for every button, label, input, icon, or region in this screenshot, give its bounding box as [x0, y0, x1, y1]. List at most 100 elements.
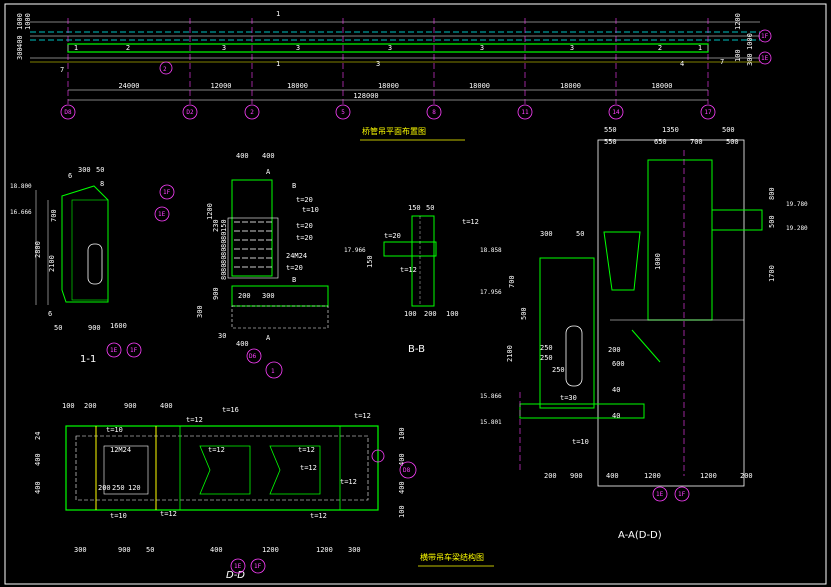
dim-label: 50	[96, 166, 104, 174]
dim-label: 1000	[654, 253, 662, 270]
plan-beam-mark: 3	[570, 44, 574, 52]
dim-label: 400	[398, 453, 406, 466]
dim-label: 1200	[262, 546, 279, 554]
detail-bubble	[265, 361, 283, 379]
crane-beam	[539, 257, 595, 409]
plan-ref-mark: 1	[276, 10, 280, 18]
web-plate	[269, 445, 321, 495]
dim-label: 200	[424, 310, 437, 318]
elev-label: 19.280	[786, 225, 808, 232]
detail-number: 1	[271, 368, 275, 375]
dim-label: 50	[576, 230, 584, 238]
plan-beam-mark: 1	[698, 44, 702, 52]
axis-label: 1E	[761, 55, 769, 62]
plan-beam-mark: 3	[296, 44, 300, 52]
dim-label: 1200	[206, 203, 214, 220]
dim-label: 200	[84, 402, 97, 410]
dim-label: 120	[128, 484, 141, 492]
dim-label: 700	[50, 209, 58, 222]
plan-beam-mark: 2	[658, 44, 662, 52]
plan-axis-label: 14	[612, 109, 620, 116]
dim-label: 550	[604, 126, 617, 134]
plan-right-dim: 1000	[746, 33, 754, 50]
plan-beam-mark: 3	[480, 44, 484, 52]
elev-label: 16.666	[10, 209, 32, 216]
base-plate	[519, 403, 645, 419]
slot-hole	[565, 325, 583, 387]
note-label: t=10	[106, 426, 123, 434]
plan-axis-label: D8	[64, 109, 72, 116]
note-label: t=12	[310, 512, 327, 520]
bolt-group	[103, 445, 149, 495]
axis-bubble-1E	[154, 206, 170, 222]
elev-label: 15.866	[480, 393, 502, 400]
dim-label: 100	[398, 505, 406, 518]
dim-label: 900	[212, 287, 220, 300]
dim-label: 150	[408, 204, 421, 212]
dim-label: 80	[220, 240, 228, 248]
note-label: t=20	[384, 232, 401, 240]
dim-label: 250	[540, 344, 553, 352]
dim-label: 400	[262, 152, 275, 160]
dim-label: 500	[722, 126, 735, 134]
dim-label: 900	[118, 546, 131, 554]
axis-bubble-1F	[126, 342, 142, 358]
note-label: t=12	[354, 412, 371, 420]
note-label: t=10	[572, 438, 589, 446]
brace	[631, 329, 661, 363]
section-title-1-1: 1-1	[80, 354, 96, 365]
dim-label: 900	[88, 324, 101, 332]
plan-span-dim: 18000	[560, 82, 581, 90]
dim-label: 700	[690, 138, 703, 146]
axis-bubble-1E	[758, 51, 772, 65]
dim-label: 400	[34, 453, 42, 466]
dim-label: 400	[210, 546, 223, 554]
dim-label: 40	[612, 386, 620, 394]
axis-bubble-1F	[758, 29, 772, 43]
beam-outline	[65, 425, 379, 511]
dim-label: 1700	[768, 265, 776, 282]
note-label: t=10	[302, 206, 319, 214]
section-title-d-d: D-D	[226, 570, 245, 581]
dim-label: 400	[398, 481, 406, 494]
plan-axis-bubble	[700, 104, 716, 120]
dim-label: 900	[124, 402, 137, 410]
dim-label: 550	[604, 138, 617, 146]
dim-label: 700	[508, 275, 516, 288]
cut-label: B	[292, 182, 296, 190]
plan-span-dim: 18000	[651, 82, 672, 90]
axis-label: 1F	[761, 33, 769, 40]
note-label: 24M24	[286, 252, 307, 260]
elev-label: 19.780	[786, 201, 808, 208]
plan-ref-mark: 2	[163, 66, 167, 73]
axis-label: 1F	[130, 347, 138, 354]
dim-label: 300	[78, 166, 91, 174]
dim-label: 300	[262, 292, 275, 300]
note-label: 12M24	[110, 446, 131, 454]
axis-label: 1E	[234, 563, 242, 570]
dim-label: 800	[768, 187, 776, 200]
axis-label: 1F	[254, 563, 262, 570]
dim-label: 300	[348, 546, 361, 554]
plan-right-dim: 1200	[734, 13, 742, 30]
mark-label: 6	[68, 172, 72, 180]
axis-label: D8	[403, 467, 411, 474]
plan-left-dim: 400	[16, 35, 24, 48]
note-label: t=12	[400, 266, 417, 274]
plan-axis-bubble	[182, 104, 198, 120]
dim-label: 400	[236, 340, 249, 348]
plan-axis-label: 17	[704, 109, 712, 116]
elev-label: 17.966	[344, 247, 366, 254]
dim-label: 50	[146, 546, 154, 554]
plate-outline	[231, 179, 273, 277]
dim-label: 80	[220, 272, 228, 280]
plan-span-dim: 24000	[118, 82, 139, 90]
column-outline	[597, 139, 745, 487]
plan-right-dim: 300	[746, 53, 754, 66]
dim-label: 80	[220, 232, 228, 240]
note-label: t=20	[296, 234, 313, 242]
